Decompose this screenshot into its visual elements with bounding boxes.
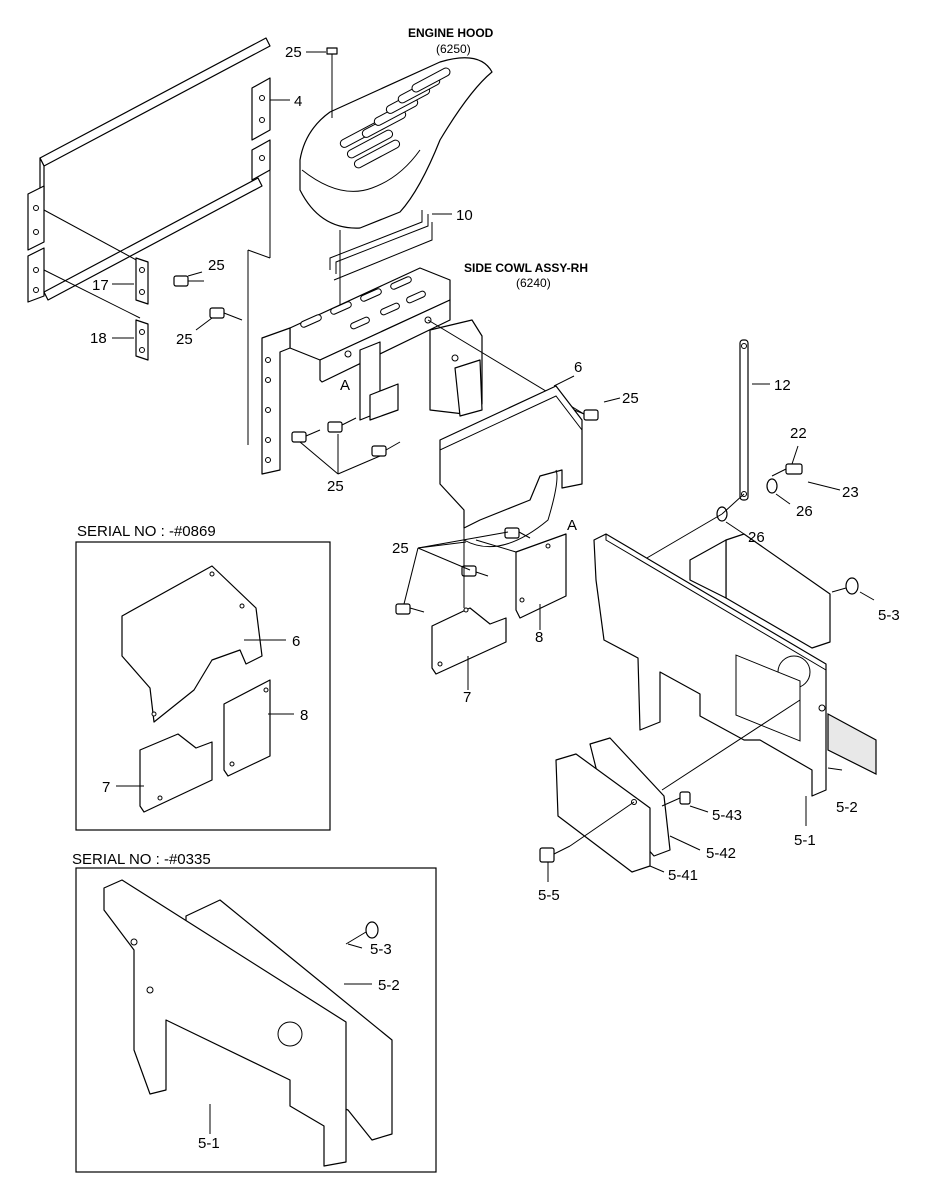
- callout-22: 22: [790, 425, 807, 442]
- engine-hood: [299, 57, 493, 229]
- cotter-part-23: [807, 481, 833, 489]
- panel-part-5-1: [593, 533, 827, 797]
- side-cowl-label: SIDE COWL ASSY-RH: [464, 261, 588, 275]
- pin-part-22: [771, 463, 803, 477]
- inset-serial-0869: [75, 541, 331, 831]
- bolts-25: [173, 275, 599, 615]
- callout-5-42: 5-42: [706, 845, 736, 862]
- side-panel-part-4: [27, 37, 271, 445]
- callout-12: 12: [774, 377, 791, 394]
- plate-part-6: [439, 385, 583, 529]
- plate-part-7: [431, 607, 507, 675]
- inset2-callout-5-2: 5-2: [378, 977, 400, 994]
- bolt-part-5-43: [661, 791, 691, 807]
- bracket-part-18: [135, 319, 149, 361]
- engine-hood-label: ENGINE HOOD: [408, 26, 494, 40]
- callout-7: 7: [463, 689, 471, 706]
- serial-label-0869: SERIAL NO : -#0869: [77, 523, 216, 540]
- callout-18: 18: [90, 330, 107, 347]
- callout-23: 23: [842, 484, 859, 501]
- washer-part-26: [716, 478, 778, 522]
- bolt-part-5-5: [539, 845, 571, 863]
- hood-slots: [339, 67, 451, 169]
- callout-25-d: 25: [327, 478, 344, 495]
- callout-25-c: 25: [622, 390, 639, 407]
- link-part-12: [739, 339, 749, 501]
- inset1-callout-6: 6: [292, 633, 300, 650]
- callout-6: 6: [574, 359, 582, 376]
- callout-5-43: 5-43: [712, 807, 742, 824]
- callout-25-b: 25: [176, 331, 193, 348]
- callout-4: 4: [294, 93, 302, 110]
- engine-hood-code: (6250): [436, 42, 471, 56]
- callout-25-e: 25: [392, 540, 409, 557]
- inset1-callout-7: 7: [102, 779, 110, 796]
- callout-10: 10: [456, 207, 473, 224]
- inset2-callout-5-1: 5-1: [198, 1135, 220, 1152]
- plate-part-8: [515, 533, 567, 619]
- callout-5-41: 5-41: [668, 867, 698, 884]
- callout-26-b: 26: [748, 529, 765, 546]
- panel-part-5-2: [689, 533, 877, 775]
- side-cowl-assy: [261, 267, 483, 475]
- callout-5-1: 5-1: [794, 832, 816, 849]
- callout-5-5: 5-5: [538, 887, 560, 904]
- inset1-callout-8: 8: [300, 707, 308, 724]
- callout-5-2: 5-2: [836, 799, 858, 816]
- view-a-label-left: A: [340, 377, 350, 394]
- leader-lines: [112, 51, 875, 1134]
- inset-serial-0335: [75, 867, 437, 1173]
- bolt-part-5-3: [831, 577, 859, 595]
- inset2-callout-5-3: 5-3: [370, 941, 392, 958]
- callout-25-top: 25: [285, 44, 302, 61]
- callout-8: 8: [535, 629, 543, 646]
- callout-25-a: 25: [208, 257, 225, 274]
- callout-17: 17: [92, 277, 109, 294]
- view-a-label-right: A: [567, 517, 577, 534]
- side-cowl-code: (6240): [516, 276, 551, 290]
- bracket-part-17: [135, 257, 149, 305]
- callout-26-a: 26: [796, 503, 813, 520]
- serial-label-0335: SERIAL NO : -#0335: [72, 851, 211, 868]
- bolt-25-hood: [326, 47, 338, 118]
- callout-5-3: 5-3: [878, 607, 900, 624]
